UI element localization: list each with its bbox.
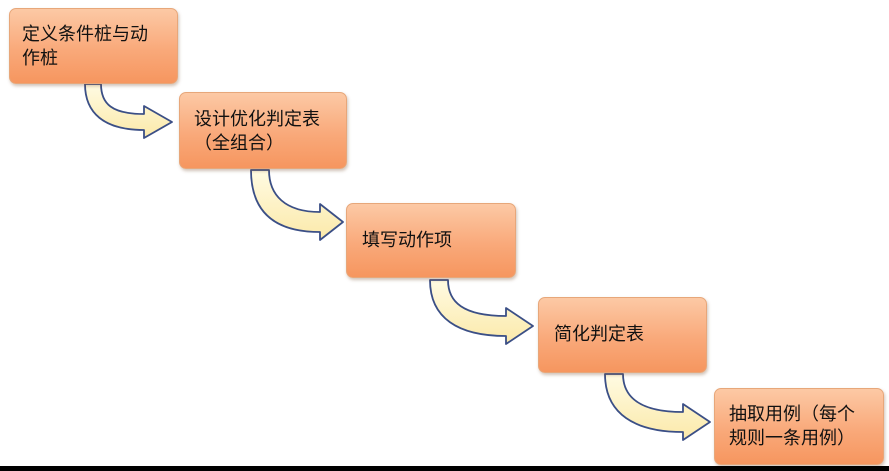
step-define-stubs-label: 定义条件桩与动 作桩: [22, 24, 148, 69]
step-extract-test-cases-label: 抽取用例（每个 规则一条用例）: [729, 403, 855, 449]
bottom-border-line: [0, 466, 889, 471]
step-define-stubs: 定义条件桩与动 作桩: [9, 8, 178, 84]
step-design-optimized-table-label: 设计优化判定表 （全组合）: [194, 108, 320, 154]
step-simplify-table: 简化判定表: [538, 297, 707, 373]
step-fill-action-entries: 填写动作项: [346, 203, 516, 278]
connector-arrow-4: [604, 373, 711, 441]
step-extract-test-cases: 抽取用例（每个 规则一条用例）: [714, 388, 884, 465]
step-simplify-table-label: 简化判定表: [554, 324, 644, 345]
step-fill-action-entries-label: 填写动作项: [362, 229, 452, 251]
connector-arrow-2: [250, 169, 344, 241]
connector-arrow-3: [429, 279, 534, 345]
connector-arrow-1: [84, 83, 173, 139]
step-design-optimized-table: 设计优化判定表 （全组合）: [179, 92, 347, 169]
